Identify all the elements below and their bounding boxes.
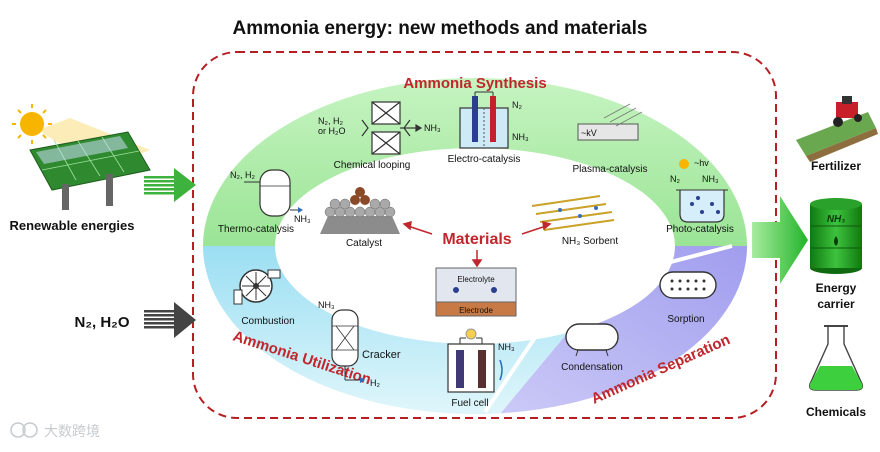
cracker-label: Cracker: [362, 349, 401, 361]
feed-gas-label: N₂, H₂O: [75, 314, 130, 331]
fuel-cell-icon: [447, 328, 503, 393]
synthesis-title: Ammonia Synthesis: [403, 75, 546, 92]
sorption-vessel-icon: [659, 271, 717, 299]
electro-n2-label: N₂: [512, 100, 522, 110]
fuel-cell-label: Fuel cell: [451, 398, 488, 409]
thermo-output-label: NH₃: [294, 214, 311, 224]
thermo-input-label: N₂, H₂: [230, 170, 255, 180]
plasma-catalysis-icon: [577, 103, 643, 141]
chemicals-label: Chemicals: [806, 405, 866, 419]
electrolyte-electrode-icon: [435, 267, 517, 317]
feed-arrow: [144, 302, 196, 338]
chemical-looping-output: NH₃: [424, 123, 441, 133]
solar-panel-icon: [29, 131, 151, 210]
chemical-looping-input: N₂, H₂: [318, 116, 343, 126]
nh3-barrel-icon: [810, 198, 862, 274]
carrier-label: carrier: [817, 297, 855, 311]
electrode-label: Electrode: [459, 306, 493, 315]
sorption-label: Sorption: [667, 314, 704, 325]
cracker-icon: [331, 309, 365, 383]
photo-nh3-label: NH₃: [702, 174, 719, 184]
thermo-reactor-icon: [244, 169, 303, 217]
renewable-arrow: [144, 168, 196, 202]
output-arrow: [752, 196, 808, 284]
plasma-kv-label: ~kV: [581, 128, 597, 138]
flask-icon: [808, 325, 864, 391]
catalyst-icon: [320, 187, 400, 234]
watermark-text: 大数跨境: [44, 423, 100, 439]
fuel-cell-nh3-label: NH₃: [498, 342, 515, 352]
materials-arrows: [402, 220, 552, 268]
electro-catalysis-label: Electro-catalysis: [448, 154, 521, 165]
ring-center: [275, 148, 675, 344]
chemical-looping-label: Chemical looping: [334, 160, 411, 171]
combustion-turbine-icon: [233, 269, 281, 305]
chemical-looping-icon: [361, 101, 423, 155]
cracker-nh3-label: NH₃: [318, 300, 335, 310]
electrolyte-label: Electrolyte: [457, 275, 495, 284]
photo-n2-label: N₂: [670, 174, 680, 184]
electro-nh3-label: NH₃: [512, 132, 529, 142]
thermo-catalysis-label: Thermo-catalysis: [218, 224, 294, 235]
photo-catalysis-icon: [676, 159, 728, 223]
tractor-icon: [796, 96, 878, 162]
condensation-tank-icon: [565, 323, 619, 357]
fertilizer-label: Fertilizer: [811, 159, 861, 173]
cracker-h2-label: H₂: [370, 378, 380, 388]
sorbent-label: NH₃ Sorbent: [562, 236, 619, 247]
plasma-catalysis-label: Plasma-catalysis: [572, 164, 647, 175]
catalyst-label: Catalyst: [346, 238, 382, 249]
watermark: 大数跨境: [10, 422, 100, 439]
renewable-energies-label: Renewable energies: [10, 218, 135, 233]
electro-catalysis-icon: [459, 91, 509, 149]
sorbent-icon: [531, 195, 615, 231]
materials-label: Materials: [442, 231, 511, 248]
barrel-nh3-label: NH₃: [827, 214, 845, 225]
chemical-looping-input-2: or H₂O: [318, 126, 346, 136]
energy-label: Energy: [816, 281, 857, 295]
page-title: Ammonia energy: new methods and material…: [233, 18, 648, 39]
photo-hv-label: ~hv: [694, 158, 709, 168]
condensation-label: Condensation: [561, 362, 623, 373]
photo-catalysis-label: Photo-catalysis: [666, 224, 734, 235]
combustion-label: Combustion: [241, 316, 294, 327]
